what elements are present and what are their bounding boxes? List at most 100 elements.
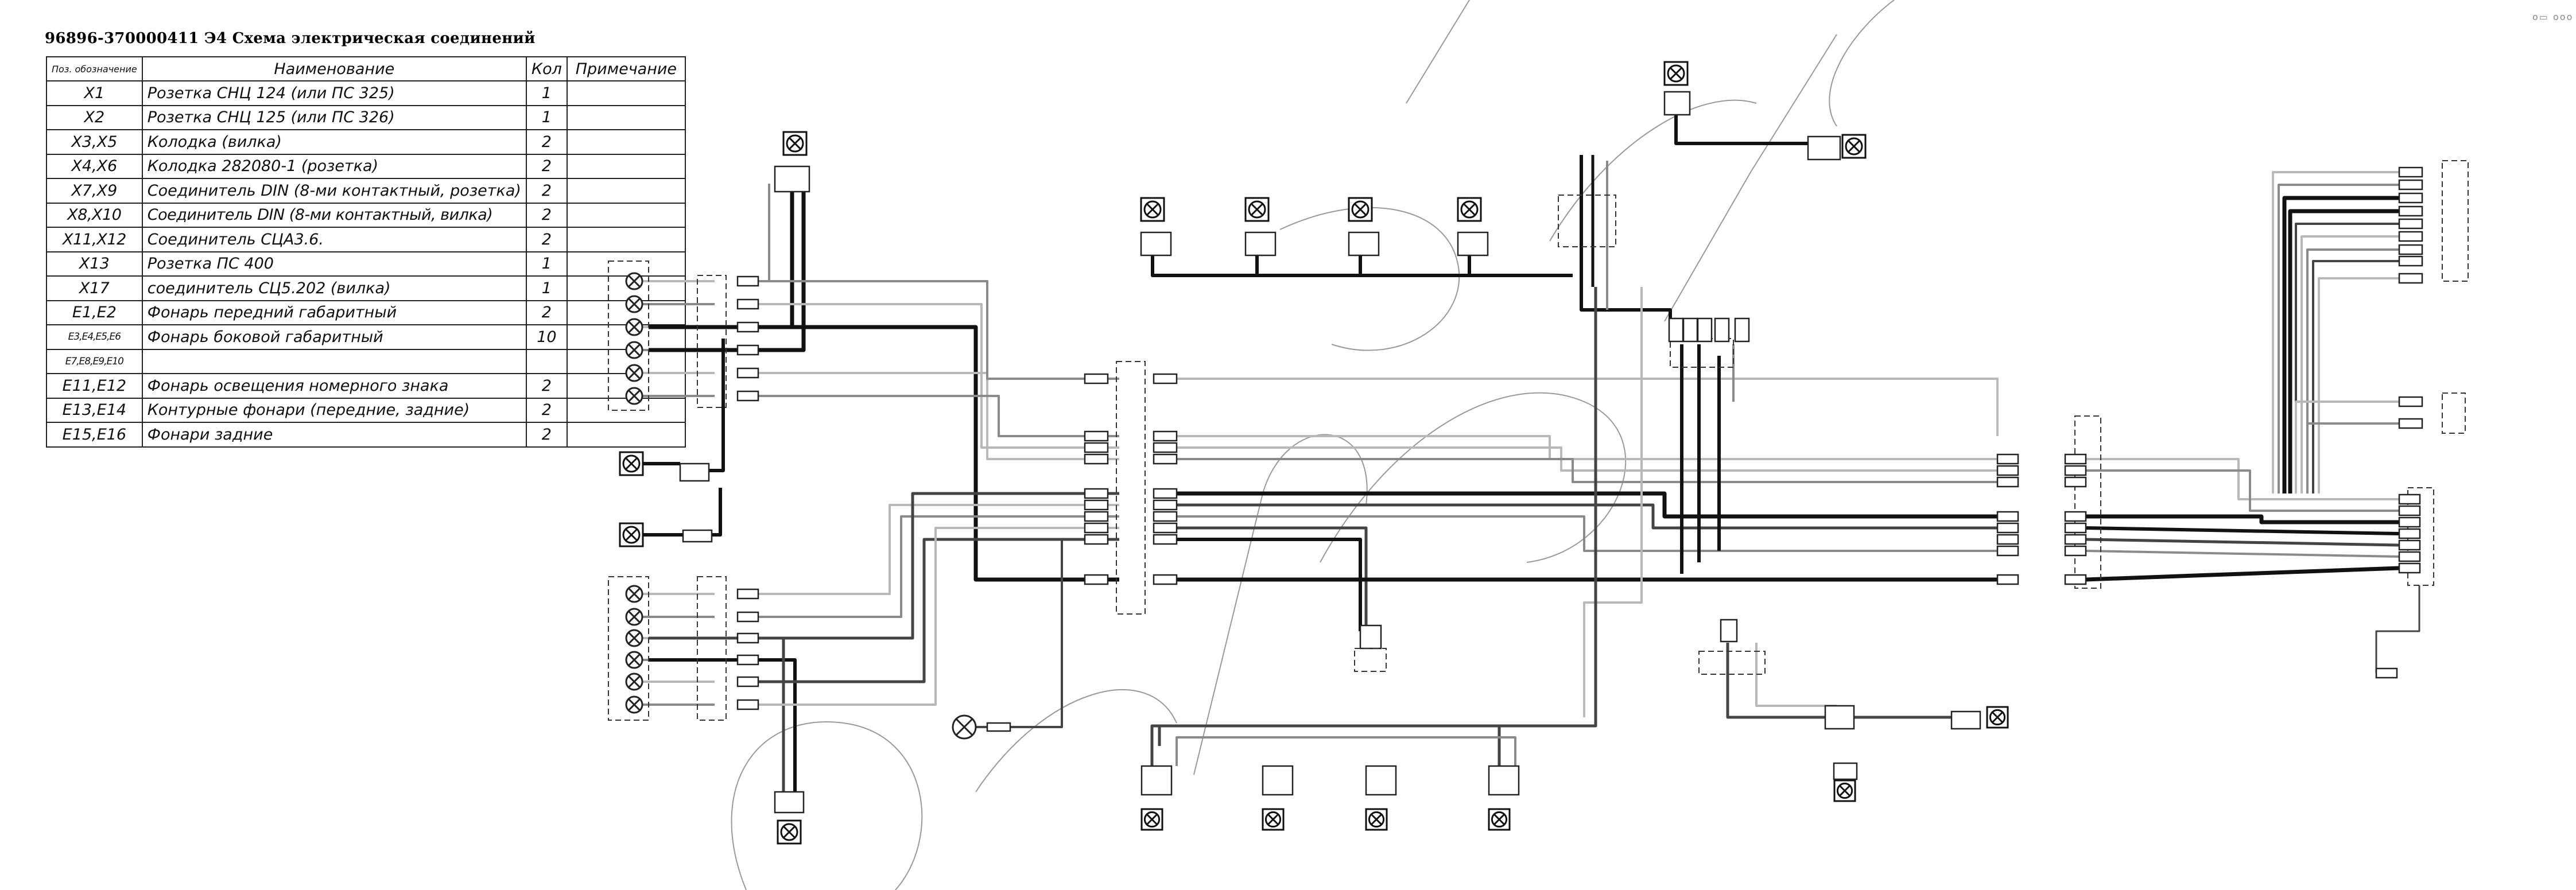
wire bbox=[2085, 566, 2400, 582]
wire bbox=[1755, 643, 1837, 707]
connector-block bbox=[1996, 465, 2019, 476]
connector-block bbox=[1682, 317, 1698, 343]
connector-housing bbox=[1670, 338, 1734, 368]
wire bbox=[1151, 255, 1469, 277]
row-qty: 10 bbox=[525, 324, 568, 350]
lamp-icon bbox=[1348, 197, 1373, 222]
wire bbox=[758, 325, 1119, 582]
connector-block bbox=[2398, 192, 2423, 204]
connector-block bbox=[736, 611, 759, 623]
row-pos: X2 bbox=[46, 104, 143, 130]
wire bbox=[1359, 255, 1464, 277]
header-position: Поз. обозначение bbox=[46, 56, 143, 81]
row-pos: X1 bbox=[46, 80, 143, 106]
lamp-icon bbox=[1244, 197, 1270, 222]
header-name: Наименование bbox=[141, 56, 527, 81]
connector-block bbox=[736, 298, 759, 310]
wire bbox=[1177, 458, 1997, 483]
connector-block bbox=[1084, 488, 1109, 499]
row-qty: 2 bbox=[525, 178, 568, 204]
connector-housing bbox=[2074, 415, 2101, 589]
connector-block bbox=[682, 529, 713, 543]
row-qty: 2 bbox=[525, 202, 568, 228]
wire bbox=[758, 515, 1119, 618]
row-name bbox=[141, 348, 527, 374]
lamp-icon bbox=[1457, 197, 1482, 222]
lamp-icon bbox=[1663, 61, 1689, 86]
lamp-cross bbox=[788, 137, 802, 150]
connector-housing bbox=[697, 576, 727, 721]
row-qty: 1 bbox=[525, 275, 568, 301]
lamp-cross bbox=[1462, 203, 1476, 216]
watermark-stroke bbox=[1279, 207, 1460, 351]
wire bbox=[1177, 378, 1999, 436]
connector-block bbox=[1153, 442, 1178, 453]
connector-block bbox=[1140, 231, 1172, 256]
header-note: Примечание bbox=[566, 56, 686, 81]
connector-block bbox=[1084, 534, 1109, 545]
connector-housing bbox=[608, 576, 649, 721]
connector-block bbox=[1734, 317, 1750, 343]
connector-block bbox=[2398, 516, 2421, 528]
connector-block bbox=[774, 165, 810, 193]
lamp-icon bbox=[777, 819, 802, 845]
lamp-circle bbox=[1836, 782, 1853, 799]
connector-block bbox=[2064, 453, 2087, 465]
row-note bbox=[566, 422, 686, 448]
wire bbox=[1150, 724, 1501, 766]
connector-block bbox=[1996, 534, 2019, 545]
connector-block bbox=[1153, 522, 1178, 534]
row-pos: X17 bbox=[46, 275, 143, 301]
table-header-row: Поз. обозначение Наименование Кол Примеч… bbox=[46, 56, 686, 81]
connector-block bbox=[1084, 430, 1109, 442]
row-note bbox=[566, 129, 686, 155]
lamp-cross bbox=[628, 698, 641, 711]
connector-block bbox=[1996, 453, 2019, 465]
connector-housing bbox=[1698, 651, 1766, 675]
connector-block bbox=[2064, 465, 2087, 476]
row-note bbox=[566, 80, 686, 106]
connector-block bbox=[1153, 488, 1178, 499]
wire bbox=[1010, 539, 1063, 728]
corner-mark: o▭ ooo bbox=[2532, 11, 2574, 22]
watermark-stroke bbox=[1406, 0, 1470, 104]
connector-block bbox=[2398, 244, 2423, 255]
lamp-icon bbox=[1365, 808, 1388, 831]
lamp-cross bbox=[628, 390, 641, 402]
lamp-icon bbox=[1488, 808, 1511, 831]
connector-block bbox=[1348, 231, 1380, 256]
connector-block bbox=[1153, 373, 1178, 384]
wire bbox=[1177, 503, 1997, 530]
lamp-circle bbox=[1248, 200, 1266, 219]
lamp-circle bbox=[1264, 811, 1282, 828]
connector-block bbox=[986, 722, 1011, 732]
specification-table: Поз. обозначение Наименование Кол Примеч… bbox=[46, 56, 686, 448]
lamp-cross bbox=[624, 528, 638, 542]
row-name: Розетка СНЦ 124 (или ПС 325) bbox=[141, 80, 527, 106]
row-pos: X11,X12 bbox=[46, 227, 143, 252]
connector-block bbox=[679, 463, 710, 482]
wire bbox=[1726, 643, 1825, 719]
connector-block bbox=[2398, 539, 2421, 551]
row-name: Розетка ПС 400 bbox=[141, 251, 527, 277]
connector-block bbox=[1153, 453, 1178, 465]
lamp-circle bbox=[1989, 709, 2006, 726]
lamp-cross bbox=[1250, 203, 1264, 216]
connector-block bbox=[1153, 574, 1178, 585]
wire bbox=[2085, 550, 2400, 558]
lamp-cross bbox=[1838, 784, 1851, 797]
row-pos: E11,E12 bbox=[46, 373, 143, 399]
connector-block bbox=[1996, 476, 2019, 488]
connector-block bbox=[1084, 511, 1109, 522]
row-note bbox=[566, 104, 686, 130]
row-name: Фонарь боковой габаритный bbox=[141, 324, 527, 350]
connector-housing bbox=[1116, 361, 1146, 615]
row-note bbox=[566, 251, 686, 277]
connector-block bbox=[1262, 765, 1294, 796]
connector-block bbox=[2064, 545, 2087, 557]
row-qty: 2 bbox=[525, 397, 568, 423]
